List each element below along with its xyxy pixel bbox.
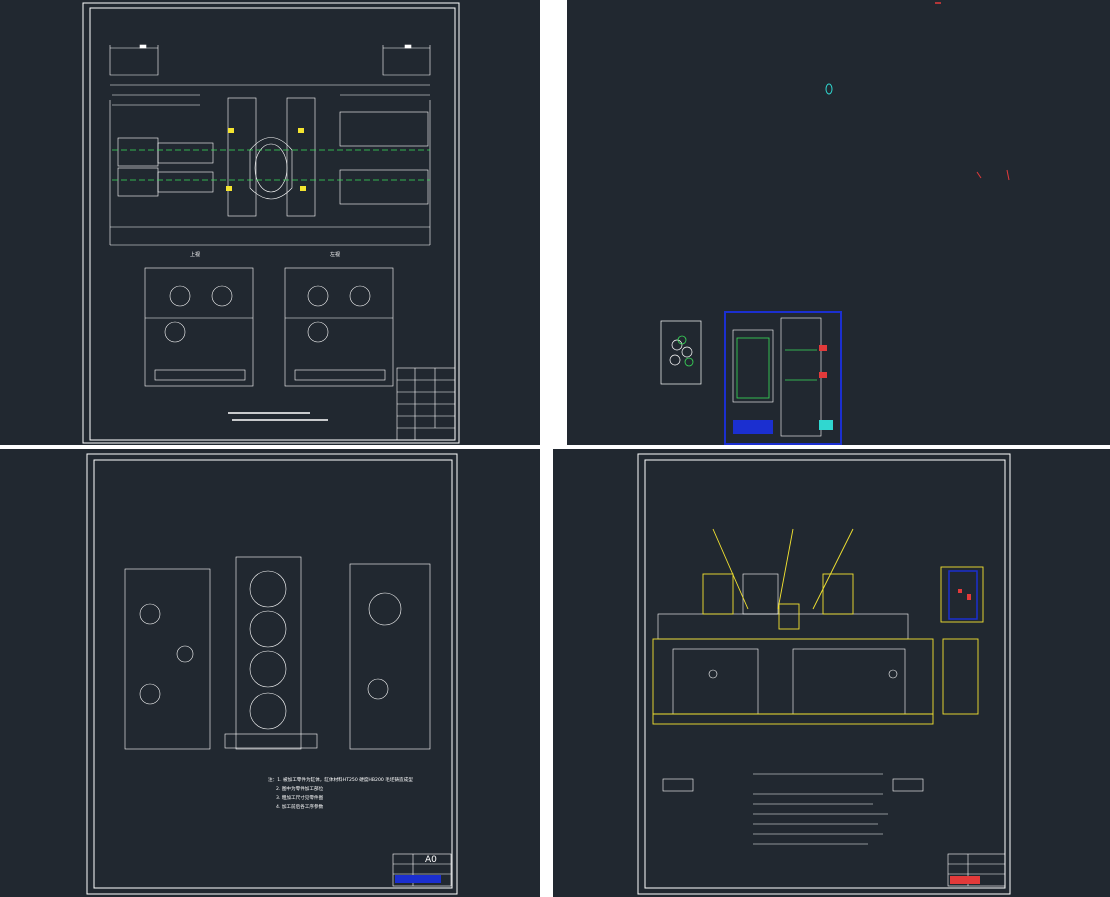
sheet-1-drawing: 上视 左视	[82, 2, 460, 444]
drawing-sheet-3[interactable]: 注：1. 被加工零件为缸体，缸体材料HT250 硬度HB200 毛坯铸造成型 2…	[0, 449, 540, 897]
title-block-label: A0	[425, 855, 437, 865]
drawing-sheet-4[interactable]	[553, 449, 1110, 897]
sheet-3-drawing: 注：1. 被加工零件为缸体，缸体材料HT250 硬度HB200 毛坯铸造成型 2…	[86, 453, 458, 895]
note-line-4: 4. 加工前后各工序参数	[276, 803, 324, 810]
sheet-2-drawing	[660, 2, 1010, 445]
note-line-3: 3. 粗加工尺寸见零件图	[276, 794, 324, 801]
note-line-1: 注：1. 被加工零件为缸体，缸体材料HT250 硬度HB200 毛坯铸造成型	[268, 776, 413, 783]
drawing-sheet-2[interactable]	[567, 0, 1110, 445]
drawing-sheet-1[interactable]: 上视 左视	[0, 0, 540, 445]
left-view-label: 上视	[190, 251, 200, 258]
sheet-4-drawing	[637, 453, 1011, 895]
right-view-label: 左视	[330, 251, 340, 258]
note-line-2: 2. 图中为零件加工部位	[276, 785, 324, 792]
